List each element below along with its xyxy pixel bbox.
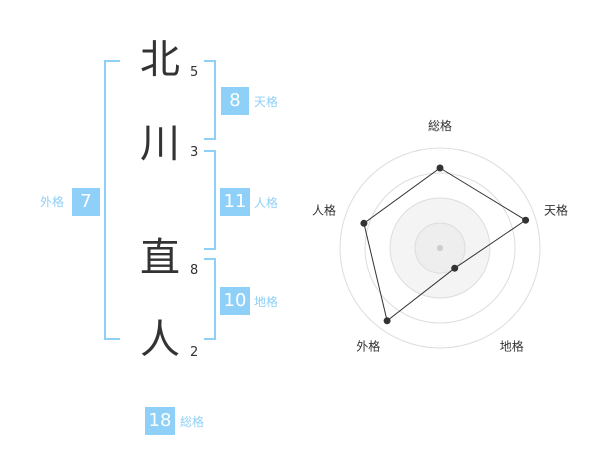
radar-axis-label-5: 人格 xyxy=(312,202,336,217)
tenkaku-bracket xyxy=(204,60,216,140)
radar-axis-label-4: 外格 xyxy=(356,339,380,354)
tenkaku-label: 天格 xyxy=(254,95,279,109)
radar-axis-label-3: 地格 xyxy=(500,339,524,354)
name-char-1: 北 xyxy=(140,37,180,83)
soukaku-badge: 18 xyxy=(145,407,175,435)
stroke-count-1: 5 xyxy=(190,65,199,80)
radar-point-3 xyxy=(451,264,459,272)
chikaku-badge: 10 xyxy=(220,287,250,315)
gaikaku-bracket xyxy=(104,60,120,340)
soukaku-label: 総格 xyxy=(180,415,205,429)
stroke-count-3: 8 xyxy=(190,263,199,278)
jinkaku-badge: 11 xyxy=(220,188,250,216)
radar-center xyxy=(437,245,443,251)
radar-point-1 xyxy=(436,164,444,172)
radar-data-polygon xyxy=(363,167,527,322)
chikaku-bracket xyxy=(204,258,216,340)
stroke-count-2: 3 xyxy=(190,145,199,160)
radar-axis-label-2: 天格 xyxy=(544,202,568,217)
tenkaku-badge: 8 xyxy=(221,87,249,115)
gaikaku-label: 外格 xyxy=(40,195,65,209)
jinkaku-bracket xyxy=(204,150,216,250)
gaikaku-badge: 7 xyxy=(72,188,100,216)
name-char-2: 川 xyxy=(140,121,180,167)
radar-axis-label-1: 総格 xyxy=(428,118,452,133)
jinkaku-label: 人格 xyxy=(254,196,279,210)
chikaku-label: 地格 xyxy=(254,295,279,309)
radar-point-2 xyxy=(522,216,530,224)
radar-point-4 xyxy=(383,317,391,325)
stroke-count-4: 2 xyxy=(190,345,199,360)
name-char-4: 人 xyxy=(140,317,180,363)
radar-point-5 xyxy=(360,219,368,227)
name-char-3: 直 xyxy=(140,235,180,281)
